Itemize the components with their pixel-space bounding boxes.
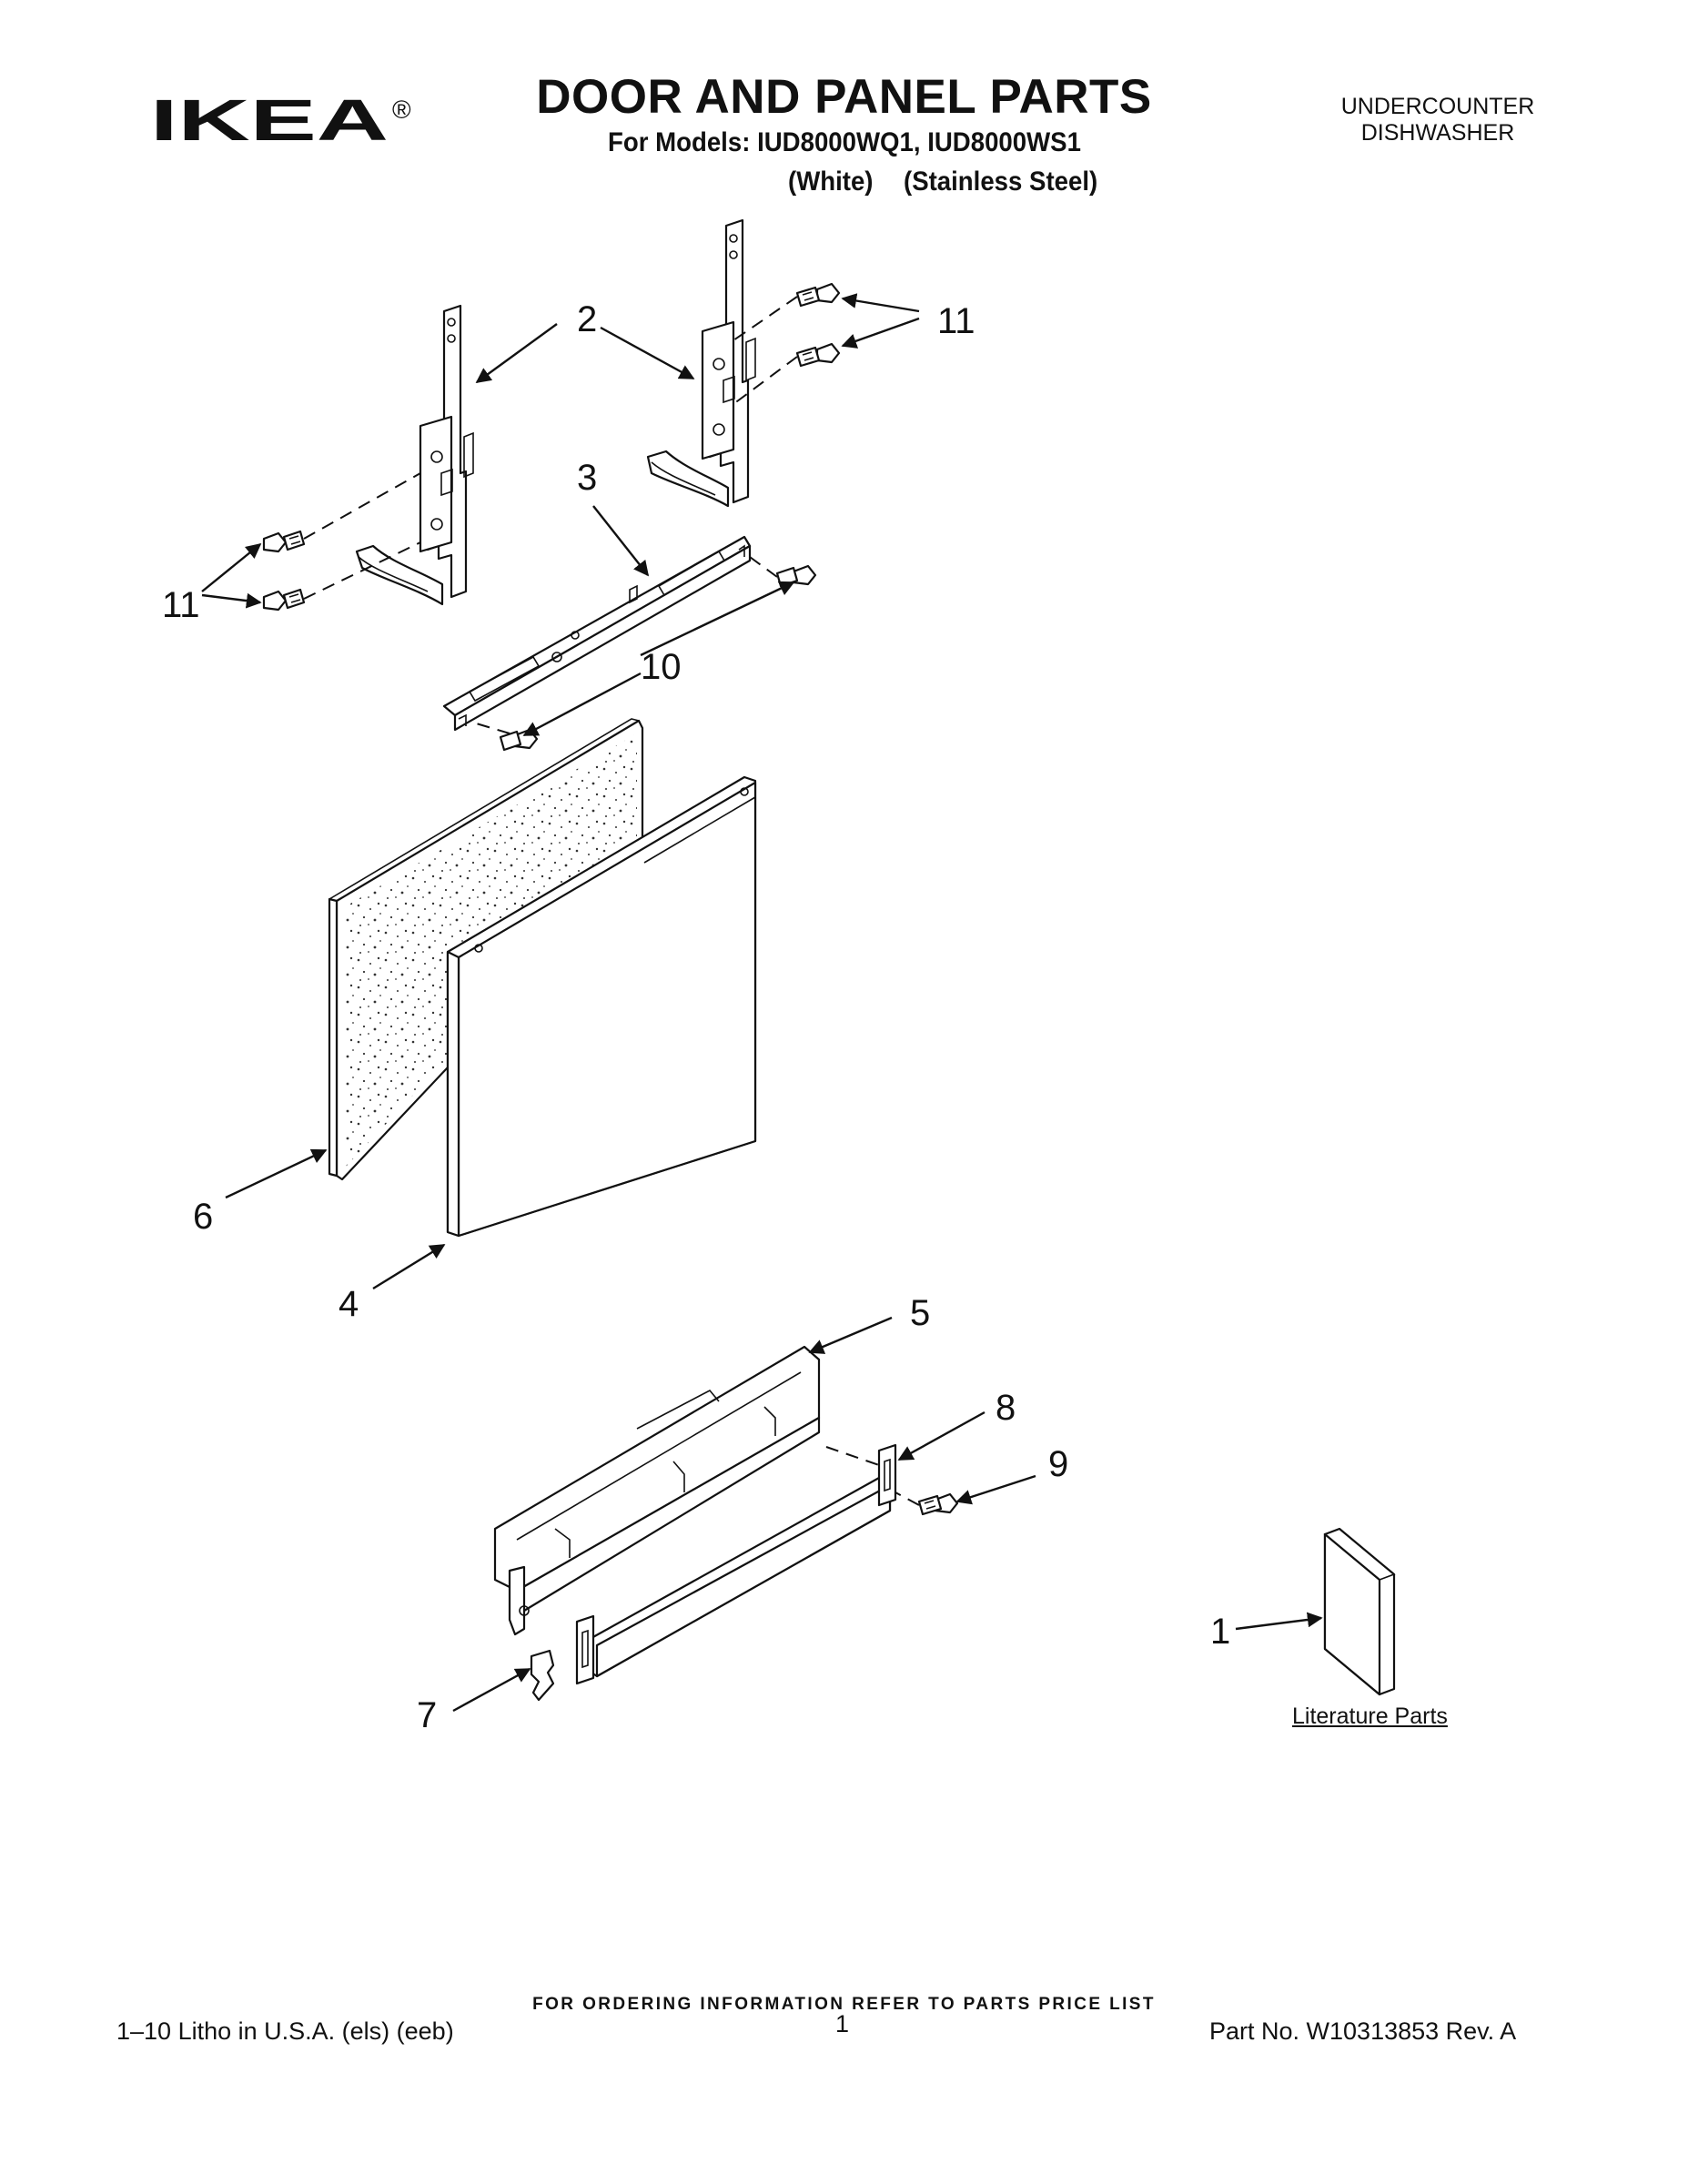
callout-6: 6	[193, 1197, 213, 1237]
product-type-line1: UNDERCOUNTER	[1340, 94, 1535, 119]
right-hinge-bracket	[646, 218, 756, 508]
callout-4: 4	[339, 1284, 359, 1324]
ikea-logo: IKEA ®	[150, 93, 411, 147]
left-hinge-bracket	[355, 304, 474, 606]
callout-5: 5	[910, 1293, 930, 1333]
callout-3: 3	[577, 458, 597, 498]
literature-parts-label: Literature Parts	[1292, 1704, 1448, 1729]
callout-11-left: 11	[162, 585, 200, 625]
product-type-line2: DISHWASHER	[1360, 120, 1515, 146]
registered-mark: ®	[392, 96, 411, 124]
rail-screws	[472, 556, 817, 752]
callout-2: 2	[577, 299, 597, 339]
callout-9: 9	[1048, 1444, 1068, 1484]
callout-7: 7	[417, 1695, 437, 1735]
mounting-clip	[530, 1649, 555, 1702]
variant-white-label: (White)	[788, 167, 874, 197]
page-number: 1	[835, 2010, 850, 2037]
kickplate-trim	[575, 1443, 897, 1685]
product-type: UNDERCOUNTER DISHWASHER	[1301, 94, 1574, 147]
brand-wordmark: IKEA	[150, 93, 389, 147]
callout-8: 8	[996, 1388, 1016, 1428]
outer-door-panel	[446, 775, 757, 1238]
callout-10: 10	[641, 647, 682, 687]
litho-info: 1–10 Litho in U.S.A. (els) (eeb)	[116, 2017, 454, 2045]
callout-11-right: 11	[937, 301, 975, 341]
toe-panel	[493, 1345, 821, 1636]
callout-numbers: 2 11 11 3 10 6 4 5 8 9 1 7	[162, 299, 1230, 1735]
ordering-info: FOR ORDERING INFORMATION REFER TO PARTS …	[532, 1995, 1156, 2014]
literature-booklet	[1323, 1527, 1396, 1696]
models-line: For Models: IUD8000WQ1, IUD8000WS1	[608, 127, 1081, 157]
door-mounting-rail	[442, 535, 752, 732]
toe-panel-screw	[895, 1491, 959, 1516]
part-number: Part No. W10313853 Rev. A	[1209, 2017, 1517, 2045]
page-title: DOOR AND PANEL PARTS	[536, 70, 1152, 124]
callout-1: 1	[1210, 1612, 1230, 1652]
hinge-screws	[262, 282, 841, 612]
variant-stainless-label: (Stainless Steel)	[904, 167, 1098, 197]
callout-leaders	[201, 293, 1323, 1713]
